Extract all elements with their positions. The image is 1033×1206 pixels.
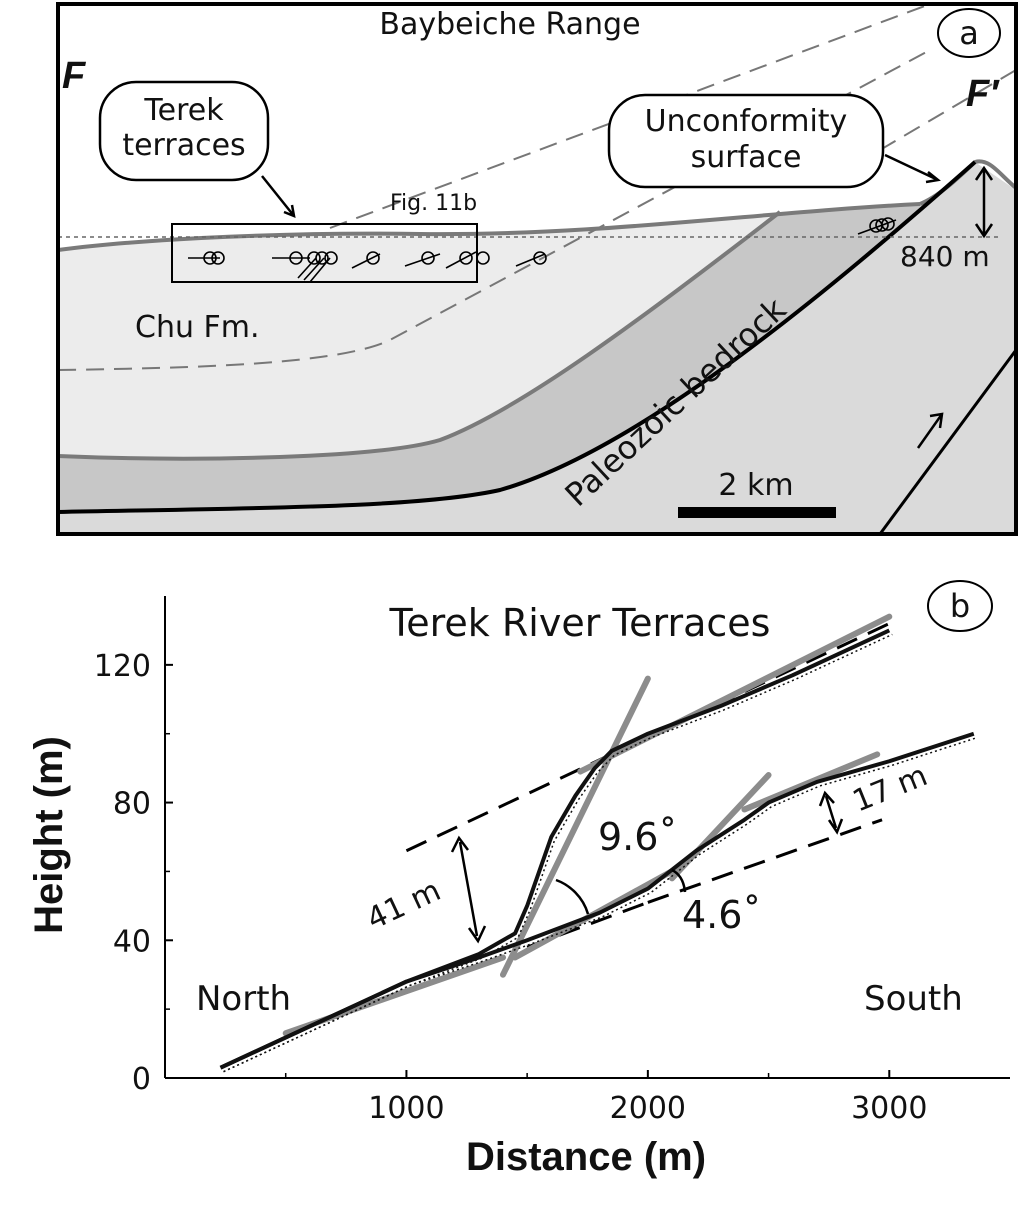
terrace-profile-line: [219, 731, 975, 1070]
left-section-marker: F: [62, 55, 87, 97]
y-tick-label: 80: [113, 787, 151, 822]
terraces-callout-box: [98, 80, 270, 182]
unconformity-pointer-arrow: [884, 153, 941, 184]
angle-lower-arc: [671, 868, 687, 893]
north-label: North: [196, 979, 291, 1019]
scale-bar: [678, 507, 836, 518]
projection-line: [647, 818, 883, 904]
panel-a: Fig. 11b Terek terraces Unconformity sur…: [56, 2, 1018, 536]
angle-upper-arc: [555, 878, 590, 915]
height-label: 840 m: [900, 240, 990, 273]
terrace-profile-line: [219, 628, 891, 1070]
offset-lower-label: 17 m: [848, 758, 932, 819]
unit-boundary-line: [58, 210, 782, 461]
panel-b-letter: b: [950, 587, 970, 625]
x-tick-label: 1000: [368, 1091, 444, 1126]
profile-series: [219, 628, 978, 1073]
terraces-label-line2: terraces: [122, 128, 245, 163]
panel-b: 1000 2000 3000 0 40 80 120 Terek River Terrace…: [27, 580, 1010, 1179]
unconformity-label-line2: surface: [691, 140, 802, 175]
projection-lines: [405, 622, 890, 949]
angle-lower-label: 4.6˚: [682, 893, 761, 937]
x-axis-label: Distance (m): [466, 1135, 706, 1179]
fit-line: [669, 772, 772, 882]
scale-label: 2 km: [718, 468, 793, 503]
fit-line: [741, 751, 881, 813]
figure-11b-box: [171, 223, 478, 283]
offset-upper-label: 41 m: [362, 873, 447, 937]
bedding-measurements: [188, 217, 897, 283]
dashed-bedding-line-2: [58, 49, 931, 371]
right-section-marker: F′: [966, 73, 1000, 115]
x-tick-label: 3000: [851, 1091, 927, 1126]
unconformity-line: [58, 160, 977, 514]
x-tick-label: 2000: [610, 1091, 686, 1126]
offset-upper-arrow: [450, 835, 487, 944]
height-double-arrow: [974, 165, 994, 239]
y-tick-label: 0: [132, 1062, 151, 1097]
y-tick-label: 40: [113, 924, 151, 959]
fault-arrow-icon: [916, 412, 944, 449]
fit-lines: [282, 613, 893, 1037]
unconformity-label-line1: Unconformity: [645, 104, 848, 139]
panel-a-frame: [56, 2, 1018, 536]
projection-line: [405, 622, 890, 853]
angle-upper-label: 9.6˚: [598, 815, 677, 859]
formation-label: Chu Fm.: [135, 310, 260, 345]
panel-b-letter-badge: [927, 580, 993, 632]
panel-a-letter: a: [959, 14, 979, 52]
intermediate-unit-area: [58, 198, 930, 512]
paleozoic-bedrock-area: [58, 162, 1016, 534]
offset-lower-arrow: [818, 790, 844, 835]
fault-line: [878, 349, 1016, 534]
y-tick-label: 120: [94, 649, 151, 684]
panel-a-letter-badge: [937, 8, 1001, 58]
chart-axes: 1000 2000 3000 0 40 80 120: [94, 596, 1010, 1126]
terraces-label-line1: Terek: [143, 93, 224, 128]
south-label: South: [864, 979, 963, 1019]
range-label: Baybeiche Range: [379, 7, 640, 42]
fit-line: [500, 675, 651, 978]
figure-ref-label: Fig. 11b: [390, 191, 477, 216]
unconformity-callout-box: [607, 93, 885, 189]
terraces-pointer-arrow: [261, 175, 296, 218]
terrace-profile-scatter: [223, 633, 893, 1073]
chart-title: Terek River Terraces: [389, 601, 771, 645]
fit-line: [577, 613, 893, 775]
y-axis-label: Height (m): [27, 736, 71, 934]
